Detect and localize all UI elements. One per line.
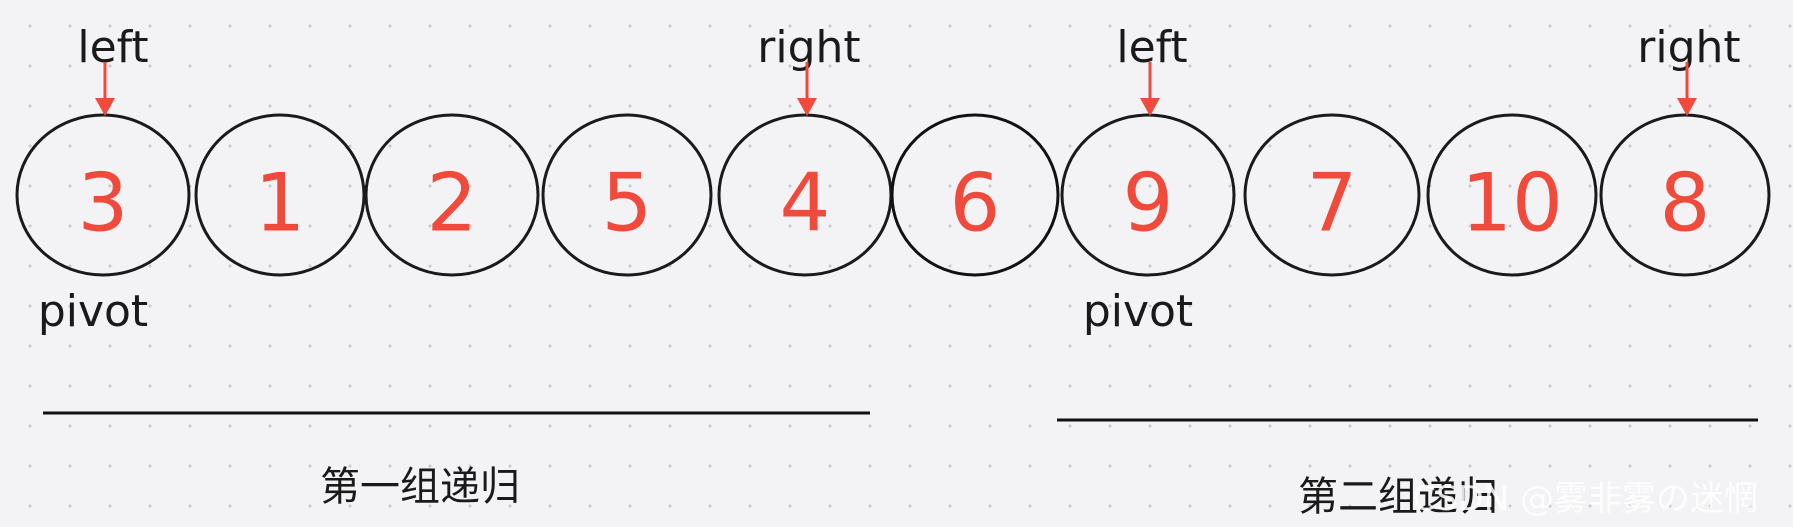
arrow-down-icon: [1140, 98, 1160, 116]
array-node: 10: [1426, 113, 1598, 277]
node-value: 2: [427, 157, 478, 250]
node-value: 9: [1123, 157, 1174, 250]
array-node: 6: [890, 113, 1060, 277]
array-node: 4: [717, 113, 893, 277]
node-value: 4: [780, 157, 831, 250]
pointer-left: left: [1116, 22, 1188, 116]
node-value: 1: [255, 157, 306, 250]
arrow-down-icon: [95, 98, 115, 116]
arrow-down-icon: [797, 98, 817, 116]
array-node: 9: [1060, 113, 1236, 277]
pointer-left: left: [77, 22, 149, 116]
array-node: 5: [541, 113, 713, 277]
array-node: 3: [15, 113, 191, 277]
group-1-caption: 第一组递归: [320, 464, 520, 510]
pointer-markers: left right left right: [77, 22, 1741, 116]
pointer-label: right: [1637, 22, 1740, 73]
pivot-labels: pivot pivot: [38, 286, 1193, 337]
pivot-label: pivot: [1083, 286, 1193, 337]
node-circle: [1060, 113, 1236, 277]
node-circle: [1426, 113, 1598, 277]
node-value: 10: [1461, 157, 1563, 250]
node-circle: [15, 113, 191, 277]
pointer-right: right: [757, 22, 861, 116]
array-node: 1: [194, 113, 366, 277]
node-circle: [364, 113, 540, 277]
node-value: 7: [1307, 157, 1358, 250]
node-circle: [1599, 113, 1771, 277]
array-node: 7: [1243, 113, 1421, 277]
array-node: 8: [1599, 113, 1771, 277]
watermark: CSDN @雾非雾の迷惘: [1412, 479, 1758, 519]
pointer-label: left: [77, 22, 148, 73]
node-circle: [541, 113, 713, 277]
pointer-right: right: [1637, 22, 1741, 116]
node-value: 3: [78, 157, 129, 250]
arrow-down-icon: [1677, 98, 1697, 116]
group-2-caption: 第二组递归: [1298, 474, 1498, 520]
node-circle: [194, 113, 366, 277]
node-circle: [1243, 113, 1421, 277]
pivot-label: pivot: [38, 286, 148, 337]
pointer-label: right: [757, 22, 860, 73]
node-value: 5: [602, 157, 653, 250]
pointer-label: left: [1116, 22, 1187, 73]
node-value: 6: [950, 157, 1001, 250]
node-circle: [890, 113, 1060, 277]
array-nodes: 3 1 2 5 4 6 9 7 10 8: [15, 113, 1771, 277]
array-node: 2: [364, 113, 540, 277]
node-value: 8: [1660, 157, 1711, 250]
